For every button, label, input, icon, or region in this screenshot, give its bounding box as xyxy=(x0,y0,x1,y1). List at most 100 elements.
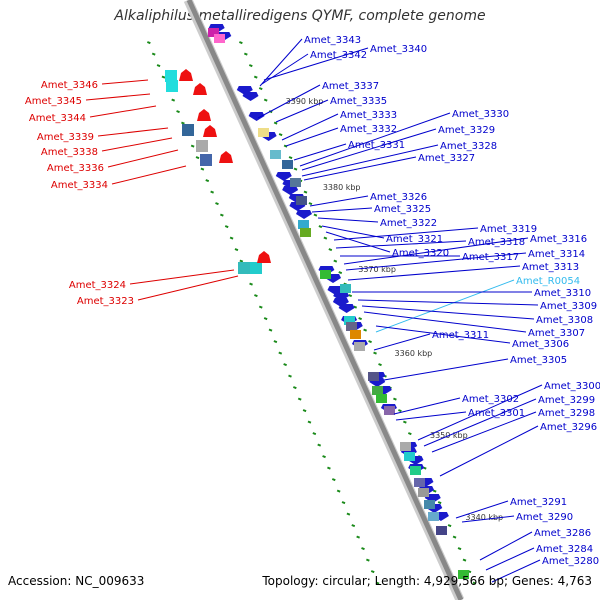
plus-gene-arrow xyxy=(236,86,253,95)
gene-box xyxy=(414,478,425,487)
gene-box xyxy=(300,228,311,237)
leader-line xyxy=(423,398,537,447)
minus-gene-arrow xyxy=(219,151,233,163)
gene-label-plus: Amet_3327 xyxy=(418,153,475,164)
leader-line xyxy=(417,384,543,441)
leader-line xyxy=(89,105,157,118)
tick-mark xyxy=(292,386,297,390)
tick-mark xyxy=(243,52,248,56)
gene-label-plus: Amet_3329 xyxy=(438,125,495,136)
tick-mark xyxy=(323,236,328,240)
tick-mark xyxy=(253,75,258,79)
gene-label-plus: Amet_3314 xyxy=(528,249,585,260)
tick-mark xyxy=(341,501,346,505)
gene-label-minus: Amet_3324 xyxy=(69,280,126,291)
gene-box xyxy=(298,220,309,229)
gene-box xyxy=(344,316,355,325)
minus-gene-arrow xyxy=(193,83,207,95)
plus-gene-arrow xyxy=(248,112,265,121)
kbp-marker-label: 3390 kbp xyxy=(286,97,324,106)
tick-mark xyxy=(398,409,402,413)
gene-label-plus: Amet_3340 xyxy=(370,44,427,55)
gene-box xyxy=(384,406,395,415)
plus-gene-arrow xyxy=(282,186,299,195)
tick-mark xyxy=(171,98,176,102)
backbone xyxy=(186,0,464,600)
leader-line xyxy=(395,411,467,421)
gene-box xyxy=(368,372,379,381)
leader-line xyxy=(461,515,515,523)
gene-box xyxy=(214,34,225,43)
tick-mark xyxy=(308,202,313,206)
gene-box xyxy=(428,512,439,521)
tick-mark xyxy=(336,489,341,493)
leader-line xyxy=(281,113,339,141)
tick-mark xyxy=(249,282,253,286)
gene-label-plus: Amet_3333 xyxy=(340,110,397,121)
gene-box xyxy=(458,570,469,579)
leader-line xyxy=(309,195,369,207)
tick-mark xyxy=(229,236,234,240)
gene-label-plus: Amet_3319 xyxy=(480,224,537,235)
tick-mark xyxy=(254,294,258,298)
gene-label-plus: Amet_3328 xyxy=(440,141,497,152)
leader-line xyxy=(263,47,369,81)
gene-box xyxy=(258,128,269,137)
tick-mark xyxy=(210,190,214,194)
gene-label-minus: Amet_3344 xyxy=(29,113,86,124)
tick-mark xyxy=(322,455,326,459)
plus-gene-arrow xyxy=(327,286,344,295)
leader-line xyxy=(485,547,535,571)
minus-gene-box xyxy=(165,70,177,82)
leader-line xyxy=(333,227,479,241)
leader-line xyxy=(343,237,529,265)
tick-mark xyxy=(234,248,239,252)
tick-mark xyxy=(215,202,219,206)
accession-label: Accession: NC_009633 xyxy=(8,574,145,588)
gene-label-minus: Amet_3334 xyxy=(51,180,108,191)
leader-line xyxy=(293,143,347,161)
gene-box xyxy=(424,500,435,509)
tick-mark xyxy=(283,144,288,148)
tick-mark xyxy=(238,41,243,45)
leader-line xyxy=(431,411,537,453)
gene-label-plus: Amet_3301 xyxy=(468,408,525,419)
tick-mark xyxy=(432,489,437,493)
tick-mark xyxy=(312,432,317,436)
gene-label-plus: Amet_3321 xyxy=(386,234,443,245)
leader-line xyxy=(101,137,173,152)
tick-mark xyxy=(313,213,318,217)
leader-line xyxy=(107,149,179,168)
minus-gene-box xyxy=(238,262,250,274)
leader-line xyxy=(303,156,417,181)
gene-label-plus: Amet_3331 xyxy=(348,140,405,151)
tick-mark xyxy=(195,156,200,160)
tick-mark xyxy=(273,340,278,344)
minus-gene-box xyxy=(200,154,212,166)
gene-box xyxy=(410,466,421,475)
tick-marks xyxy=(146,41,477,585)
leader-line xyxy=(491,559,541,583)
tick-mark xyxy=(358,317,363,321)
gene-label-plus: Amet_3300 xyxy=(544,381,600,392)
tick-mark xyxy=(346,512,351,516)
gene-box xyxy=(400,442,411,451)
gene-label-plus: Amet_3280 xyxy=(542,556,599,567)
leader-line xyxy=(299,112,451,167)
leader-line xyxy=(261,53,309,85)
leader-line xyxy=(97,127,169,137)
leader-line xyxy=(285,127,339,147)
gene-label-plus: Amet_3308 xyxy=(536,315,593,326)
tick-mark xyxy=(327,466,331,470)
gene-label-plus: Amet_3332 xyxy=(340,124,397,135)
map-title: Alkaliphilus metalliredigens QYMF, compl… xyxy=(114,8,486,24)
tick-mark xyxy=(370,570,375,574)
gene-label-plus: Amet_3302 xyxy=(462,394,519,405)
leader-line xyxy=(257,84,321,119)
leader-line xyxy=(137,275,239,301)
kbp-marker-label: 3380 kbp xyxy=(323,183,361,192)
gene-label-plus: Amet_3307 xyxy=(528,328,585,339)
gene-box xyxy=(376,394,387,403)
gene-box xyxy=(354,342,365,351)
